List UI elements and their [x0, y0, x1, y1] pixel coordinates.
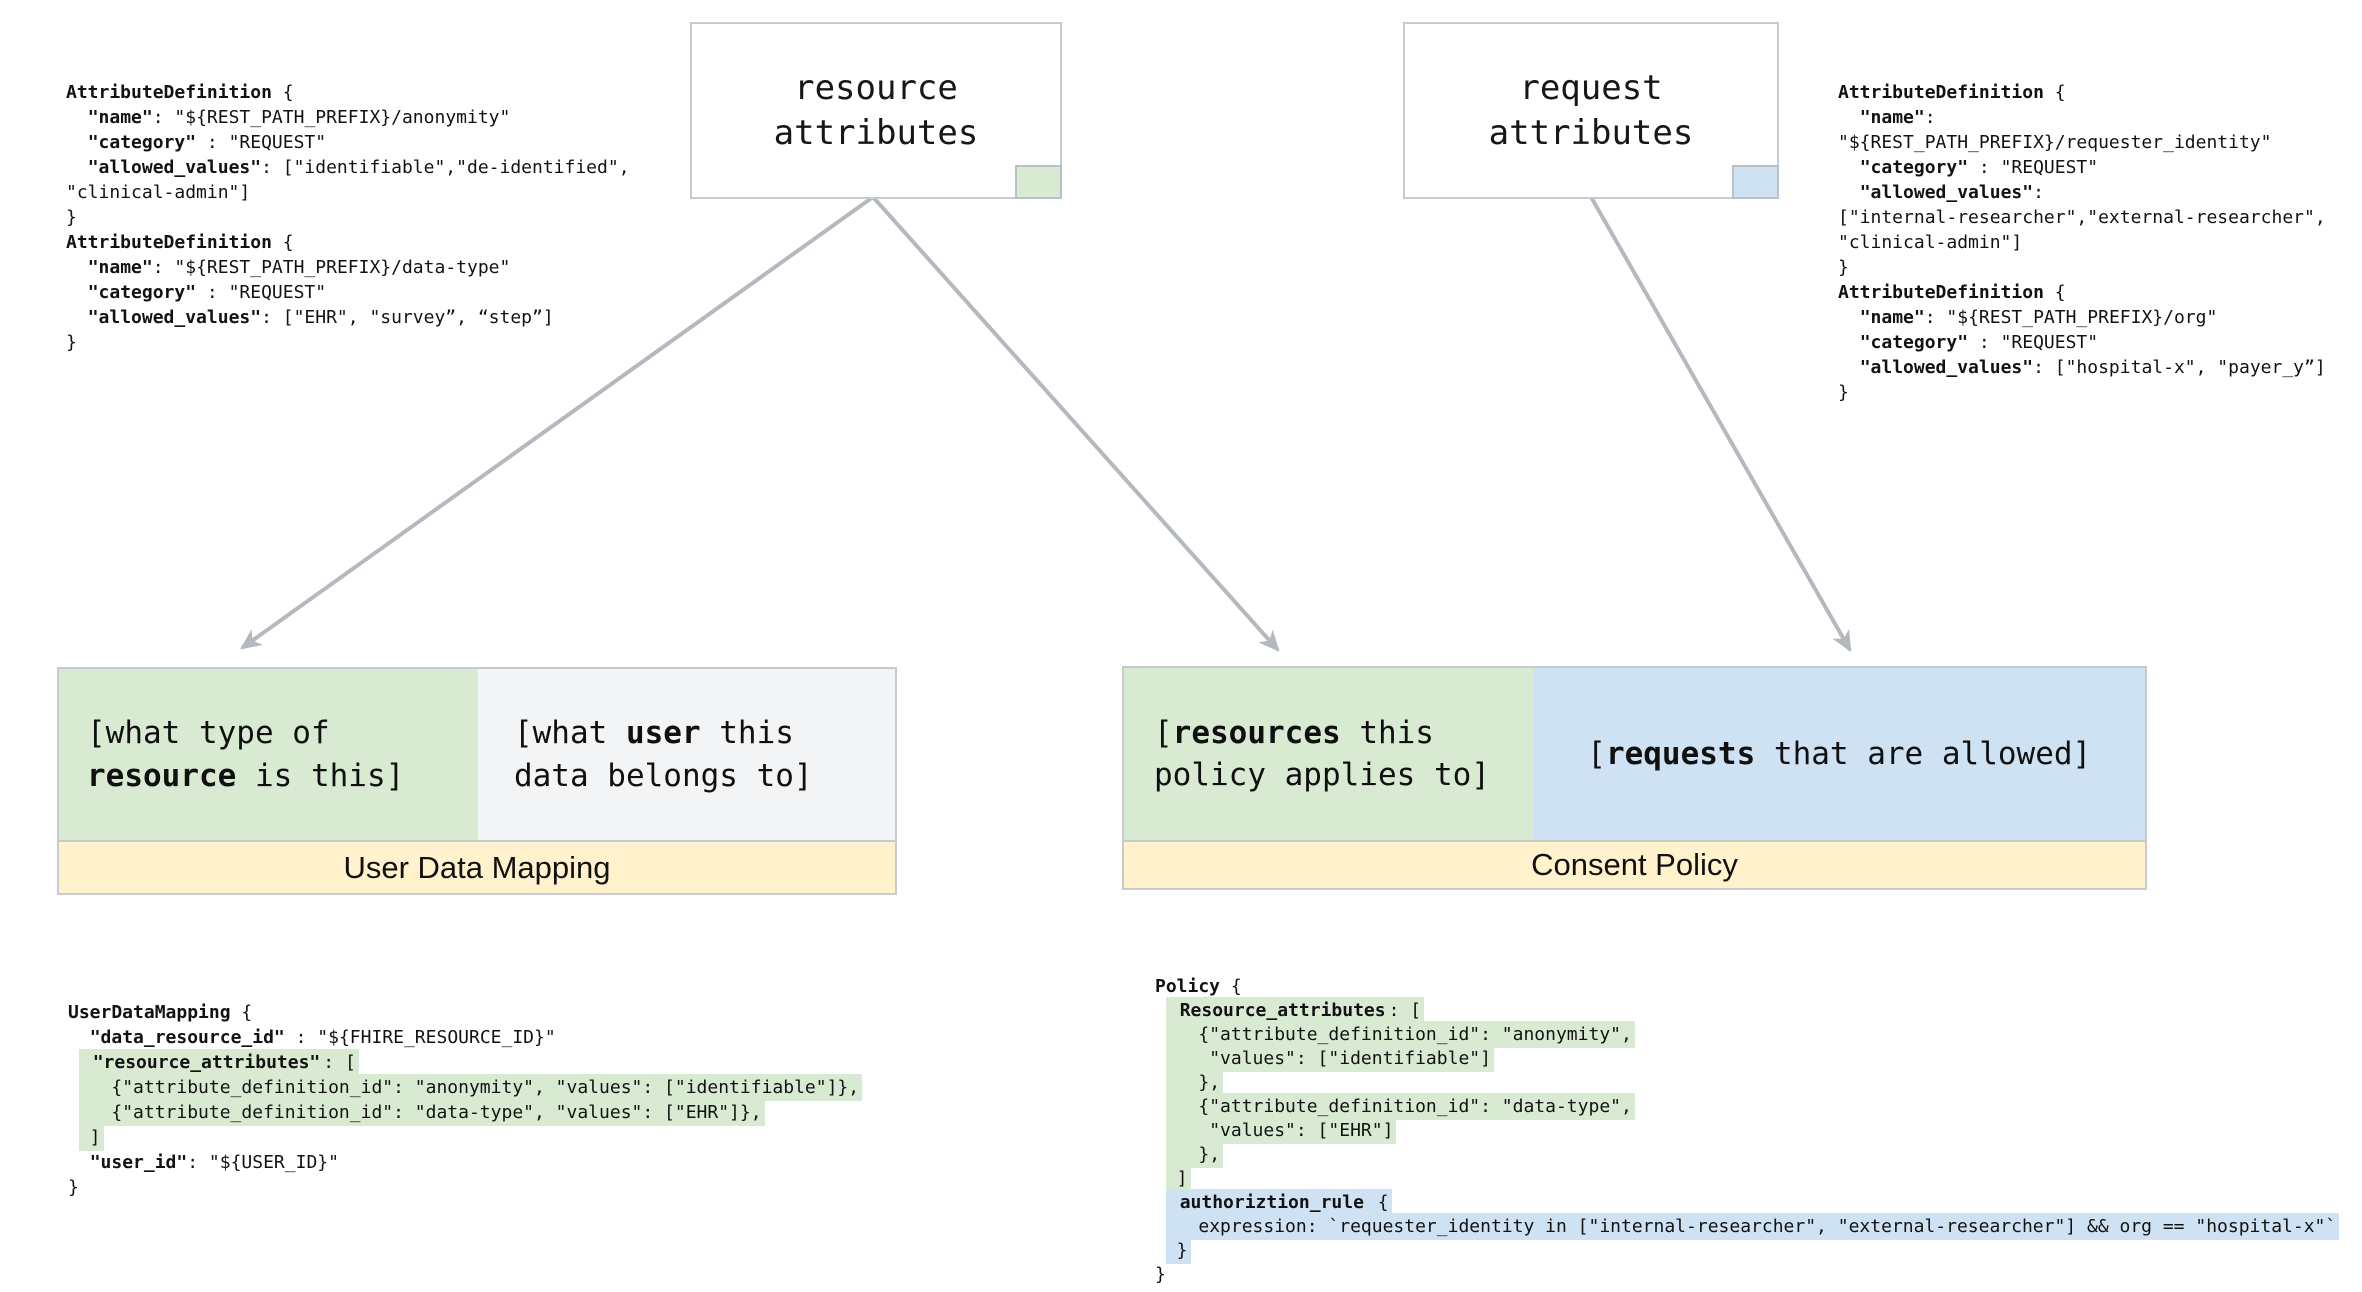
arrow-resource-to-policy — [871, 195, 1280, 652]
attrdef-code-right: AttributeDefinition { "name":"${REST_PAT… — [1838, 82, 2326, 403]
request-blue-swatch — [1732, 165, 1779, 199]
cp-title: Consent Policy — [1531, 847, 1738, 882]
cp-requests-cell: [requests that are allowed] — [1533, 668, 2145, 840]
attrdef-code-left: AttributeDefinition { "name": "${REST_PA… — [66, 82, 630, 353]
cp-title-bar: Consent Policy — [1124, 840, 2145, 888]
udm-title-bar: User Data Mapping — [59, 840, 895, 893]
udm-title: User Data Mapping — [343, 849, 611, 885]
resource-attributes-box: resource attributes — [690, 22, 1062, 199]
resource-green-swatch — [1015, 165, 1062, 199]
arrow-request-to-policy — [1589, 196, 1852, 653]
resource-attributes-label: resource attributes — [773, 67, 979, 153]
request-attributes-label: request attributes — [1488, 67, 1694, 153]
userdatamapping-code: UserDataMapping { "data_resource_id" : "… — [68, 1000, 863, 1200]
request-attributes-box: request attributes — [1403, 22, 1779, 199]
policy-code: Policy { Resource_attributes: [ {"attrib… — [1155, 975, 2340, 1287]
